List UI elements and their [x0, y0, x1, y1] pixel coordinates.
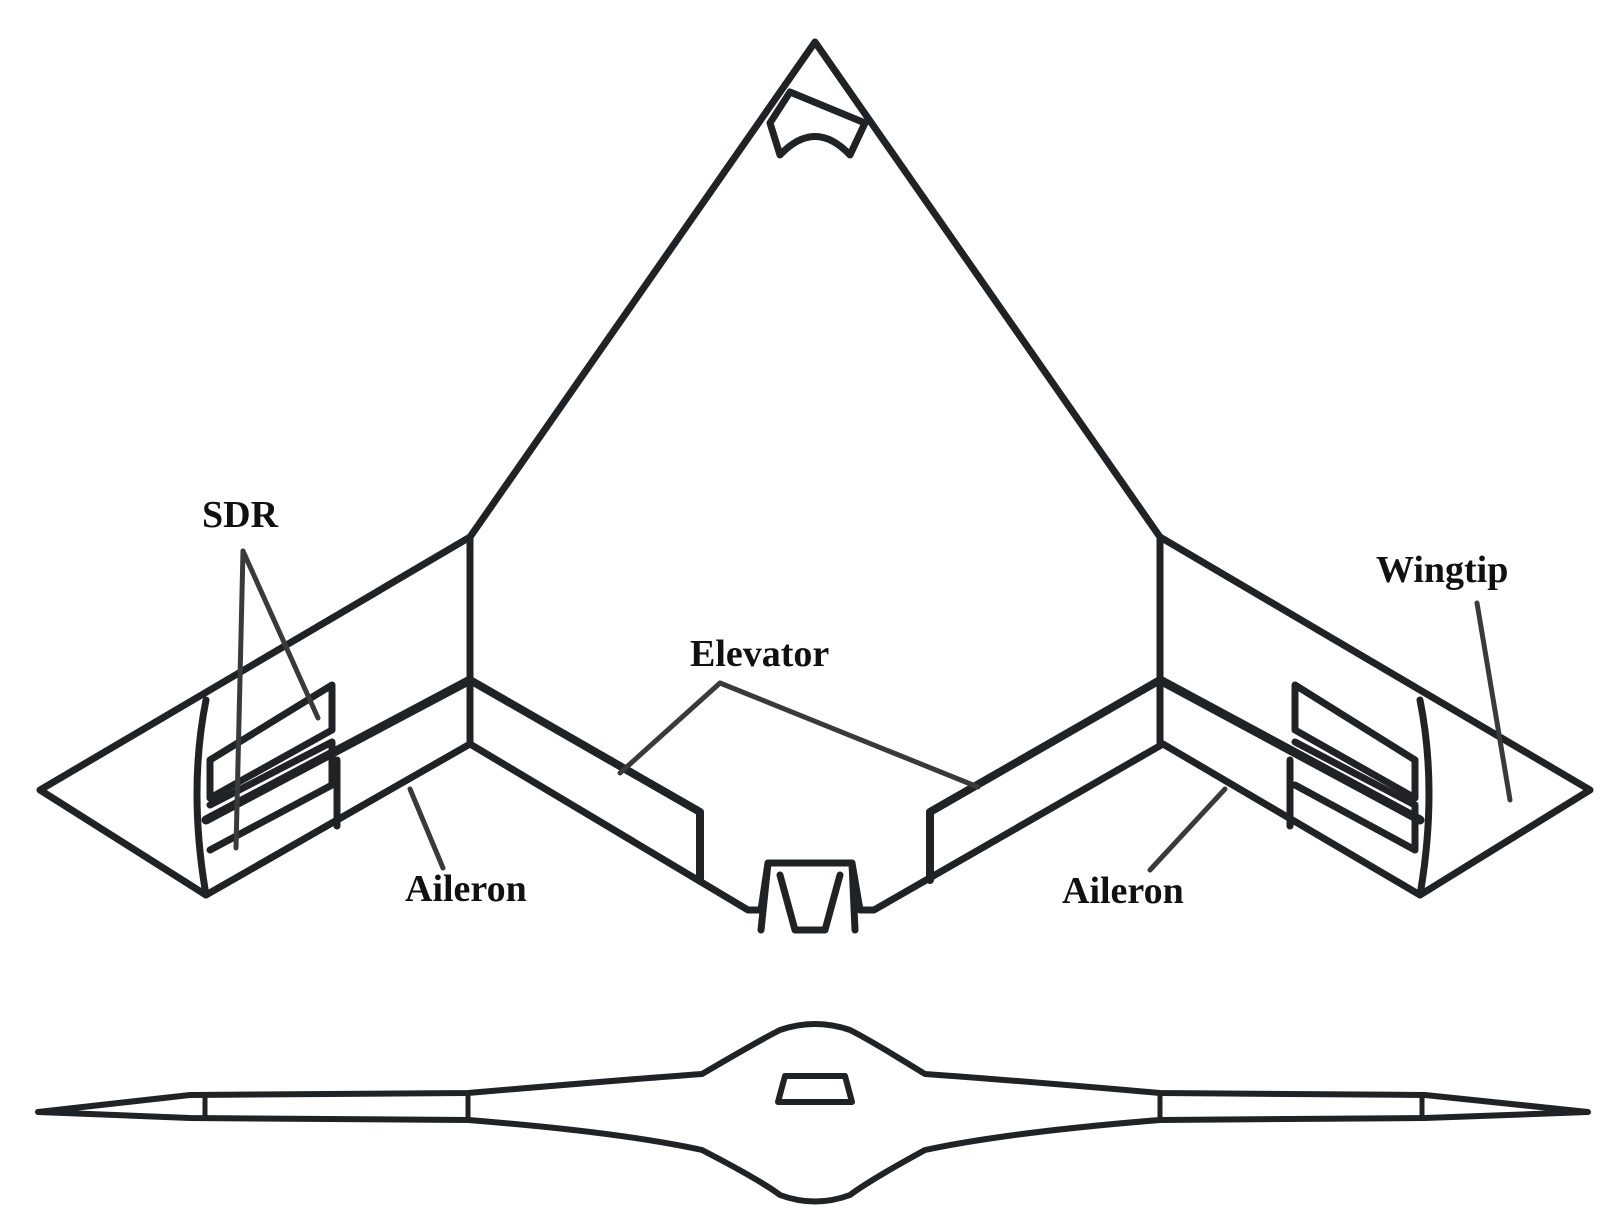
- aileron-leader-right: [1147, 786, 1228, 873]
- sdr-label: SDR: [202, 494, 279, 536]
- cockpit-outline: [766, 88, 869, 159]
- left-wingtip-divider: [193, 696, 210, 899]
- aileron-left-label: Aileron: [405, 868, 527, 910]
- wingtip-leader: [1474, 600, 1513, 803]
- sdr-leader-upper: [240, 548, 321, 721]
- left-elevator: [466, 676, 704, 884]
- right-sdr-upper: [1291, 681, 1419, 802]
- front-view-outline: [35, 1021, 1591, 1205]
- right-elevon-hinge: [1155, 675, 1425, 825]
- right-sdr-lower: [1291, 738, 1419, 854]
- right-wingtip-divider: [1416, 696, 1433, 899]
- elevator-leader-right: [717, 680, 981, 790]
- aileron-leader-left: [407, 786, 446, 871]
- right-elevator: [926, 676, 1164, 884]
- sdr-leader-lower: [233, 548, 246, 851]
- left-sdr-upper: [206, 681, 336, 802]
- left-sdr-lower: [206, 738, 336, 854]
- left-elevon-hinge: [201, 675, 475, 825]
- tail-exhaust: [757, 859, 859, 934]
- wingtip-label: Wingtip: [1376, 549, 1509, 591]
- elevator-leader-left: [617, 680, 723, 776]
- elevator-label: Elevator: [690, 633, 830, 675]
- aileron-right-label: Aileron: [1062, 870, 1184, 912]
- front-cockpit: [775, 1073, 855, 1105]
